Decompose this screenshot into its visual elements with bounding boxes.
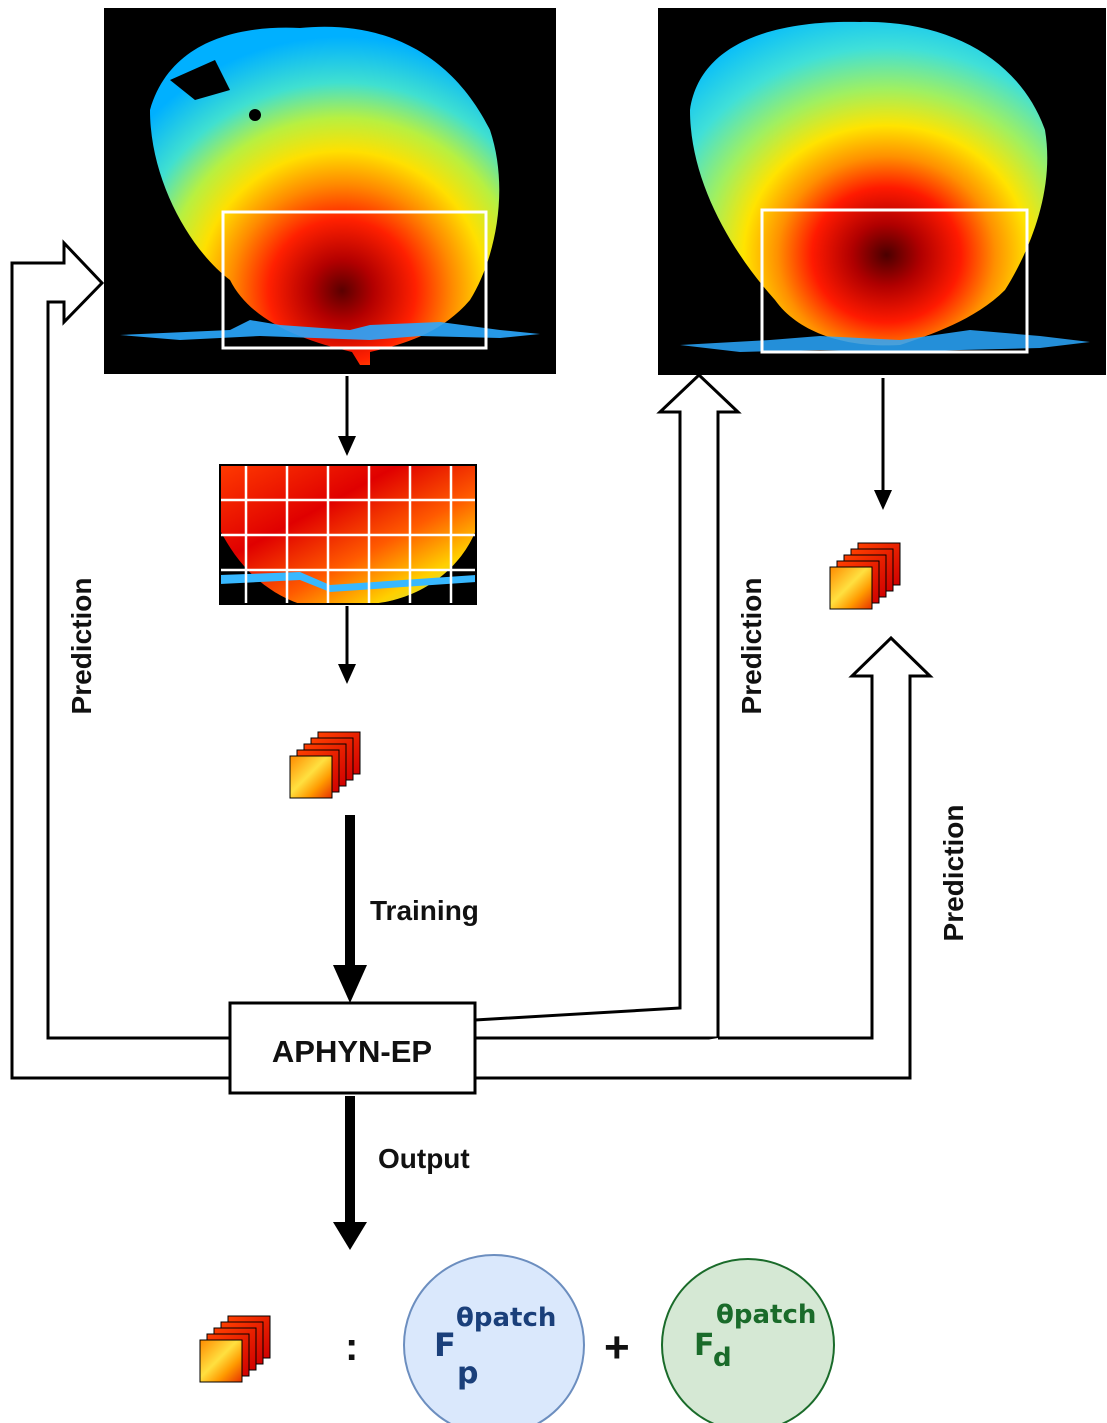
prediction-arrow-left bbox=[10, 239, 230, 1080]
colon-symbol: : bbox=[345, 1325, 358, 1369]
grid-patch-image bbox=[219, 464, 477, 605]
fd-circle-shape bbox=[661, 1258, 835, 1423]
flow-arrows bbox=[345, 376, 885, 668]
training-label: Training bbox=[370, 895, 479, 926]
model-box: APHYN-EP bbox=[228, 1001, 477, 1095]
output-arrow bbox=[333, 1096, 367, 1250]
prediction-label-middle: Prediction bbox=[736, 578, 767, 715]
heatmap-left bbox=[104, 8, 556, 374]
fd-subscript: d bbox=[713, 1343, 732, 1373]
prediction-arrow-right bbox=[475, 635, 934, 1080]
patch-stack-icon bbox=[199, 1315, 271, 1383]
heatmap-right bbox=[658, 8, 1106, 375]
fp-subscript: p bbox=[457, 1356, 478, 1391]
fp-superscript: θpatch bbox=[456, 1303, 556, 1333]
patch-stack-icon bbox=[289, 731, 361, 799]
fd-superscript: θpatch bbox=[716, 1300, 816, 1330]
training-arrow bbox=[333, 815, 367, 1003]
fd-circle: F d θpatch bbox=[661, 1258, 835, 1423]
output-label: Output bbox=[378, 1143, 470, 1174]
arrowhead-icons bbox=[338, 436, 892, 684]
fp-circle-shape bbox=[403, 1254, 585, 1423]
patch-stack-icon bbox=[829, 542, 901, 610]
prediction-arrow-middle bbox=[474, 372, 742, 1040]
fp-base: F bbox=[434, 1326, 456, 1364]
fp-circle: F p θpatch bbox=[403, 1254, 585, 1423]
model-label: APHYN-EP bbox=[272, 1034, 432, 1069]
fd-base: F bbox=[694, 1328, 715, 1363]
plus-symbol: + bbox=[604, 1323, 630, 1372]
prediction-label-left: Prediction bbox=[66, 578, 97, 715]
prediction-label-right: Prediction bbox=[938, 805, 969, 942]
